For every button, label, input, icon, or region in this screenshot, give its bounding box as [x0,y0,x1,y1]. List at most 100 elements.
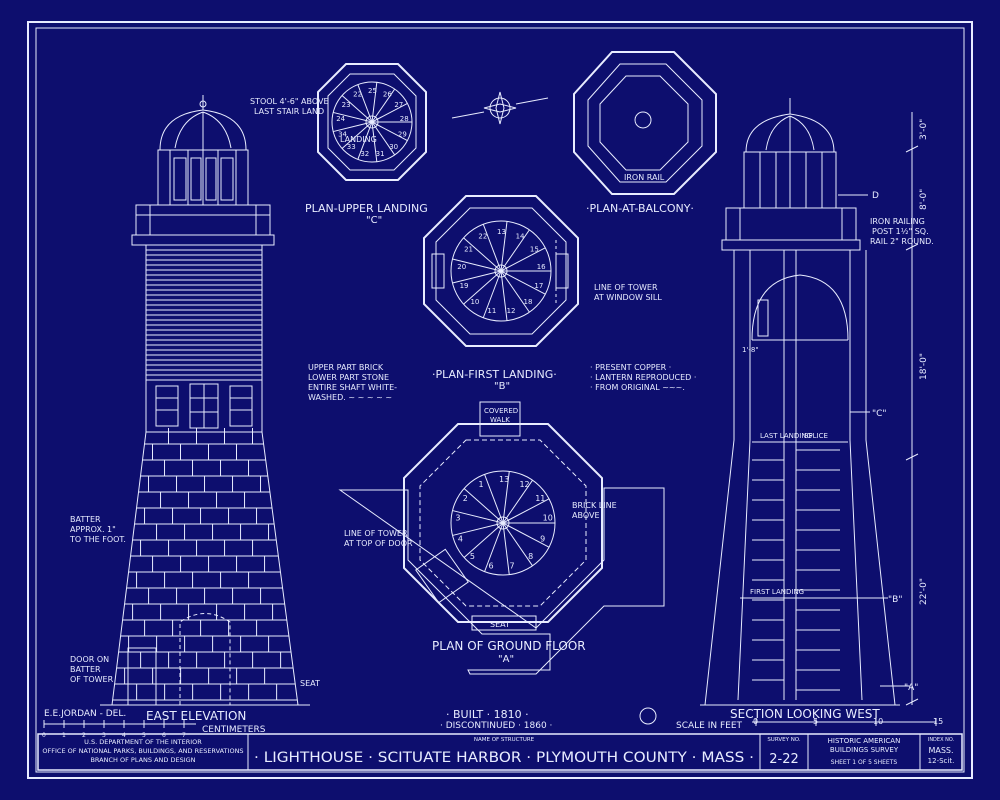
note-last-landing: LAST LANDING [760,432,812,440]
plan-balcony-drawing [573,51,717,195]
title-block: U.S. DEPARTMENT OF THE INTERIOR OFFICE O… [37,733,963,771]
dim-mid: 18'-0" [919,353,929,380]
note-batter-3: TO THE FOOT. [69,535,126,544]
note-batter-2: APPROX. 1" [70,525,116,534]
stair-number: 2 [463,494,468,503]
stair-number: 11 [487,307,496,315]
dim-top: 3'-0" [919,119,929,140]
habs-line-2: BUILDINGS SURVEY [830,746,899,754]
note-line-tower-door-2: AT TOP OF DOOR [344,539,413,548]
note-iron-rail: IRON RAIL [624,173,665,182]
dim-low: 22'-0" [919,578,929,605]
stair-number: 10 [470,298,479,306]
index-no-label: INDEX NO. [928,737,955,743]
stair-number: 22 [478,233,487,241]
stair-number: 4 [458,535,463,544]
delineator: E.E.JORDAN - DEL. [44,709,126,719]
plan-first-title: ·PLAN-FIRST LANDING· [432,368,557,381]
note-door-2: BATTER [70,665,101,674]
stair-number: 18 [524,298,533,306]
stair-number: 9 [540,535,545,544]
index-line-1: MASS. [928,746,953,755]
note-present-3: · FROM ORIGINAL ~~~. [590,383,685,392]
stair-number: 1 [479,480,484,489]
stair-number: 27 [394,101,403,109]
plan-ground-title: PLAN OF GROUND FLOOR [432,639,586,653]
habs-line-1: HISTORIC AMERICAN [828,737,901,745]
mark-b: "B" [888,595,902,605]
stair-number: 19 [460,282,469,290]
cm-tick-label: 5 [142,732,146,739]
stair-number: 7 [510,562,515,571]
stair-number: 20 [457,263,466,271]
mark-a: "A" [904,683,918,693]
structure-name-label: NAME OF STRUCTURE [474,737,535,743]
survey-no-label: SURVEY NO. [767,737,801,743]
east-elevation-drawing [100,95,310,706]
cm-tick-label: 3 [102,732,106,739]
note-upper-part-1: UPPER PART BRICK [308,363,384,372]
mark-d: D [872,191,879,201]
compass-rose-icon [451,91,549,125]
ft-tick-label: 10 [873,717,883,726]
stair-number: 14 [516,233,525,241]
cm-tick-label: 4 [122,732,126,739]
note-door-1: DOOR ON [70,655,109,664]
ft-tick-label: 5 [813,717,818,726]
plan-upper-title: PLAN-UPPER LANDING [305,202,428,215]
stair-number: 11 [535,494,545,503]
agency-line-1: U.S. DEPARTMENT OF THE INTERIOR [84,738,202,746]
cm-tick-label: 0 [42,732,46,739]
note-upper-part-3: ENTIRE SHAFT WHITE- [308,383,397,392]
note-brick-line-2: ABOVE [572,511,600,520]
stair-number: 25 [368,87,377,95]
sheet-border-outer [27,21,973,779]
stair-number: 21 [464,245,473,253]
note-seat-plan: SEAT [490,620,510,629]
stair-number: 16 [537,263,546,271]
vertical-dimensions: 3'-0" 8'-0" 18'-0" 22'-0" [919,119,929,605]
stair-number: 31 [376,150,385,158]
cm-scale-label: CENTIMETERS [202,725,266,735]
note-door-3: OF TOWER [70,675,114,684]
note-iron-railing-1: IRON RAILING [870,217,925,226]
note-upper-part-2: LOWER PART STONE [308,373,389,382]
ft-tick-label: 15 [933,717,943,726]
section-west-title: SECTION LOOKING WEST [730,707,880,721]
dim-lantern: 8'-0" [919,189,929,210]
note-stool-2: LAST STAIR LAND [254,107,324,116]
agency-line-2: OFFICE OF NATIONAL PARKS, BUILDINGS, AND… [42,747,243,755]
stair-number: 33 [347,143,356,151]
cm-tick-label: 6 [162,732,166,739]
stair-number: 10 [543,514,553,523]
note-seat-elev: SEAT [300,679,320,688]
sheet-count: SHEET 1 OF 5 SHEETS [831,759,898,766]
mark-c: "C" [872,409,887,419]
note-first-landing: FIRST LANDING [750,588,804,596]
cm-tick-label: 2 [82,732,86,739]
note-present-1: · PRESENT COPPER · [590,363,671,372]
note-line-tower-door-1: LINE OF TOWER [344,529,408,538]
ft-tick-label: 0 [753,717,758,726]
stair-number: 13 [497,228,506,236]
note-covered-2: WALK [490,416,510,424]
stair-number: 12 [507,307,516,315]
stair-number: 8 [528,552,533,561]
index-line-2: 12-Scit. [928,757,955,765]
agency-line-3: BRANCH OF PLANS AND DESIGN [90,756,195,764]
stair-number: 22 [353,91,362,99]
note-landing: LANDING [340,135,377,144]
note-upper-part-4: WASHED. ~ ~ ~ ~ ~ [308,393,392,402]
cm-tick-label: 1 [62,732,66,739]
note-line-tower-sill-2: AT WINDOW SILL [594,293,662,302]
note-iron-railing-3: RAIL 2" ROUND. [870,237,934,246]
plan-first-mark: "B" [494,381,510,392]
note-present-2: · LANTERN REPRODUCED · [590,373,696,382]
note-iron-railing-2: POST 1½" SQ. [872,227,929,236]
